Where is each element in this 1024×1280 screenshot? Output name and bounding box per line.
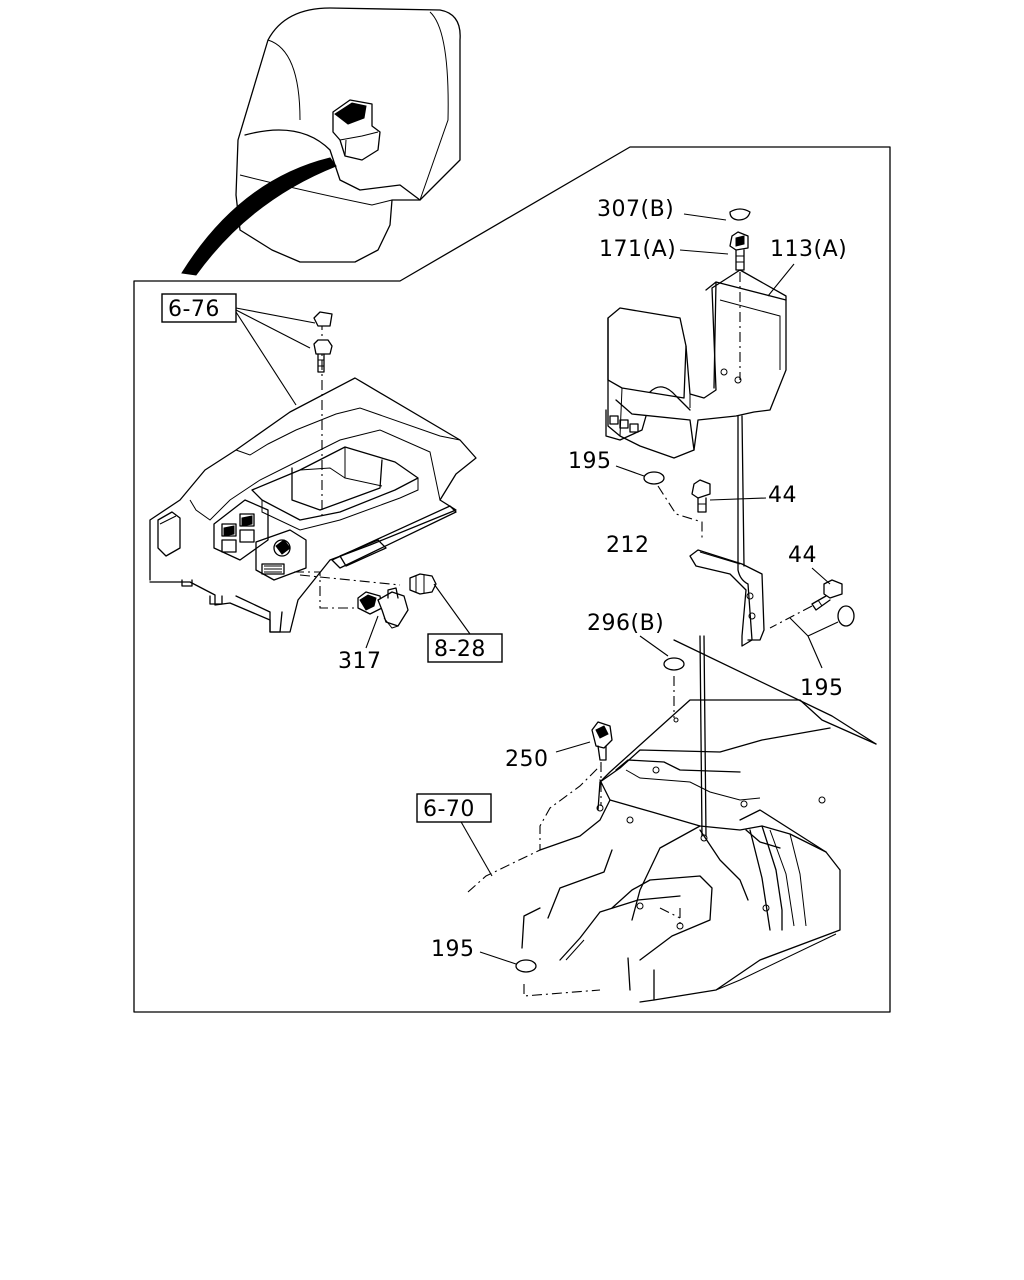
label-317: 317	[338, 649, 382, 674]
label-250: 250	[505, 747, 549, 772]
label-195-bottom: 195	[431, 937, 475, 962]
ref-box-6-70: 6-70	[416, 793, 492, 823]
label-195-right: 195	[800, 676, 844, 701]
ref-box-8-28: 8-28	[427, 633, 503, 663]
ref-6-76-text: 6-76	[168, 297, 220, 322]
label-296b: 296(B)	[587, 611, 664, 636]
box-assembly	[605, 208, 795, 459]
label-195-top: 195	[568, 449, 612, 474]
label-171a: 171(A)	[599, 237, 676, 262]
floor-assembly	[459, 635, 877, 1003]
ref-8-28-text: 8-28	[434, 637, 486, 662]
cab-overview	[181, 7, 461, 276]
detail-frame	[133, 146, 891, 1013]
label-44-mid: 44	[768, 483, 797, 508]
label-307b: 307(B)	[597, 197, 674, 222]
ref-box-6-76: 6-76	[161, 293, 237, 323]
label-212: 212	[606, 533, 650, 558]
console-assembly	[149, 307, 477, 649]
bracket-assembly	[615, 415, 855, 669]
ref-6-70-text: 6-70	[423, 797, 475, 822]
label-44-right: 44	[788, 543, 817, 568]
label-113a: 113(A)	[770, 237, 847, 262]
